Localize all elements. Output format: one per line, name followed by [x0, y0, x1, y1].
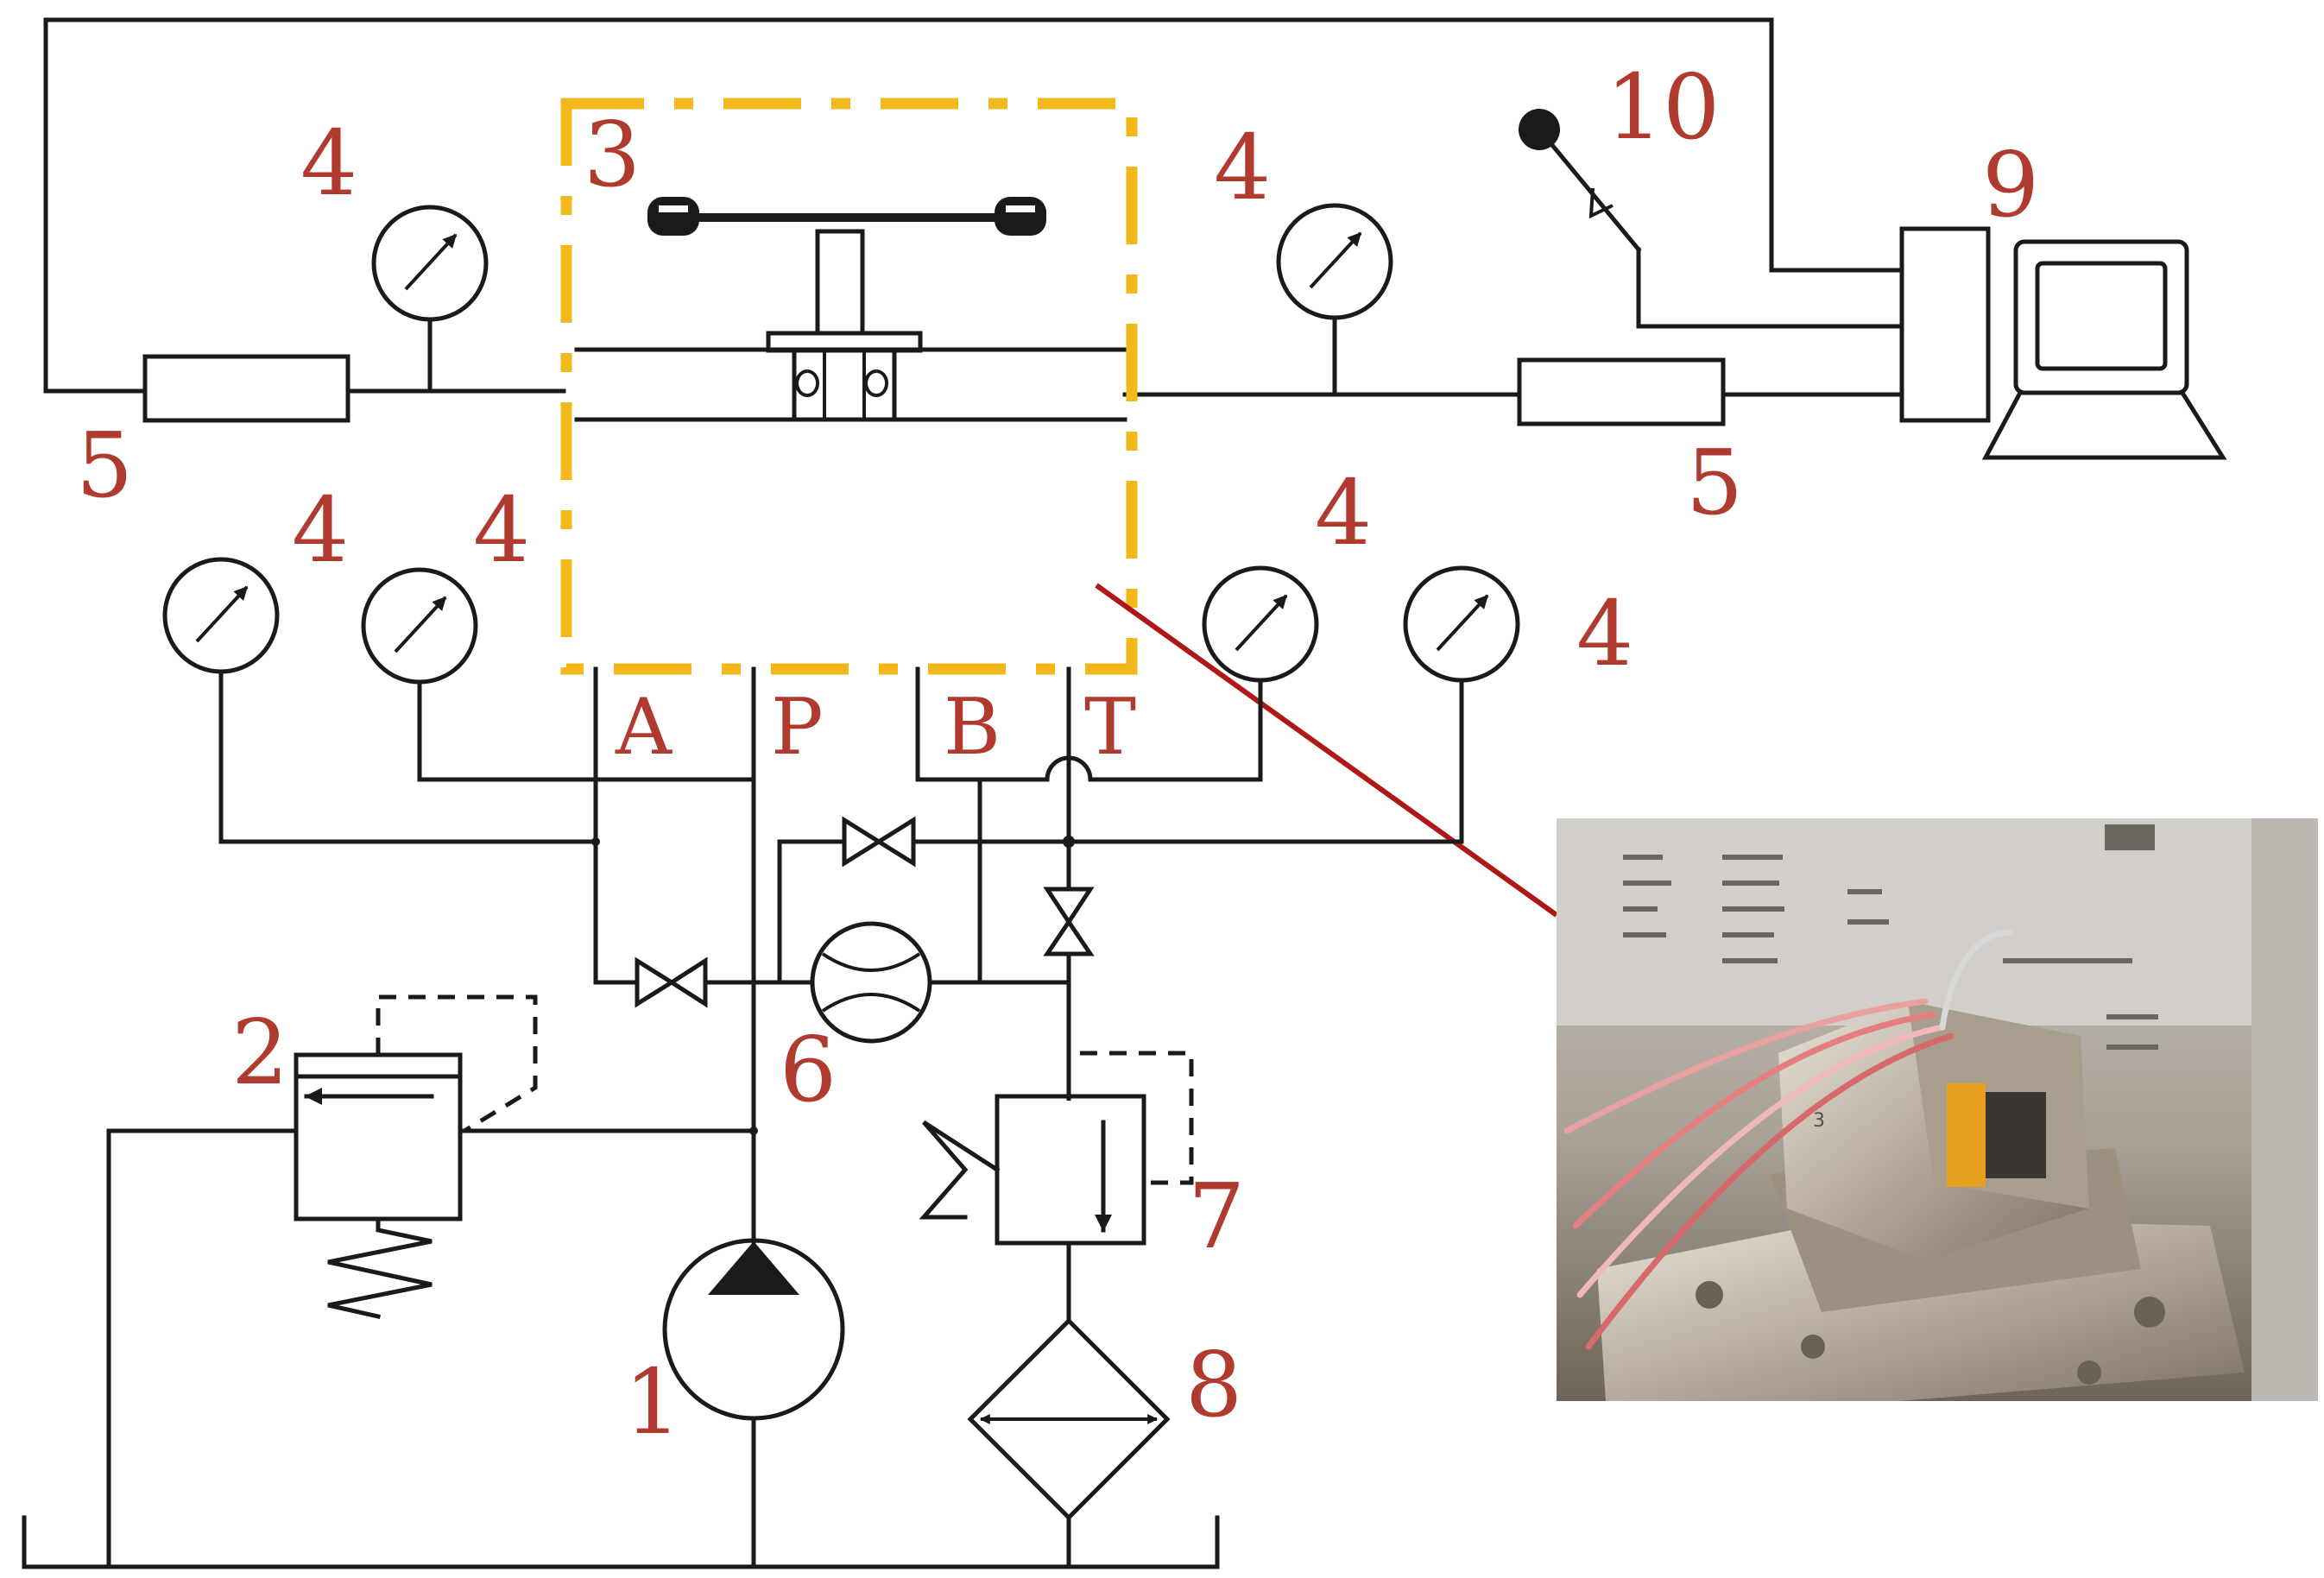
torque-motor-armature [647, 197, 1046, 422]
label-relief-valve: 2 [231, 1000, 288, 1105]
label-gauge-t: 4 [1576, 581, 1633, 686]
photo-part-number: 3 [1813, 1110, 1825, 1132]
hydraulic-piping [22, 666, 1464, 1569]
label-test-valve: 3 [584, 102, 641, 207]
port-p-label: P [771, 682, 824, 773]
label-back-pressure-valve: 7 [1188, 1164, 1245, 1269]
label-gauge-top-right: 4 [1214, 115, 1271, 220]
signal-wiring [43, 17, 1904, 397]
computer: computer-monitor-icon [1981, 239, 2227, 460]
relief-valve [294, 994, 538, 1319]
label-computer: 9 [1982, 132, 2039, 237]
gauge-t [1403, 565, 1520, 683]
port-a-label: A [615, 682, 673, 773]
valve-t-line [1043, 887, 1095, 956]
sensor-left [142, 354, 350, 423]
pump [662, 1238, 845, 1421]
callout-leader-line [1095, 583, 1558, 918]
gauge-b [1202, 565, 1319, 683]
label-microphone: 10 [1606, 54, 1720, 160]
data-acquisition-unit [1899, 226, 1991, 423]
component-labels: 1 2 3 4 4 4 4 4 4 5 5 6 7 8 9 10 [76, 54, 2039, 1455]
gauge-top-left: pressure-gauge-icon [371, 205, 489, 322]
filter [967, 1317, 1171, 1521]
label-gauge-a-outer: 4 [292, 477, 349, 583]
port-labels: A P B T [615, 682, 1136, 773]
label-filter: 8 [1185, 1332, 1242, 1437]
port-b-label: B [944, 682, 1001, 773]
label-flowmeter: 6 [780, 1017, 837, 1122]
valve-under-test [560, 98, 1138, 675]
valve-dashed-boundary [560, 98, 1138, 675]
label-gauge-top-left: 4 [300, 110, 357, 216]
label-gauge-p: 4 [473, 477, 530, 583]
microphone: microphone-icon [1519, 109, 1642, 253]
port-t-label: T [1084, 682, 1136, 773]
label-sensor-right: 5 [1686, 430, 1743, 535]
valve-a-p [635, 956, 708, 1008]
sensor-right [1517, 357, 1726, 426]
label-pump: 1 [624, 1349, 681, 1455]
back-pressure-valve [919, 1051, 1194, 1246]
label-gauge-b: 4 [1315, 460, 1372, 565]
junction-dots [591, 836, 1075, 1135]
valve-photo-inset: 3 [1557, 818, 2318, 1401]
label-sensor-left: 5 [76, 413, 133, 518]
gauge-top-right [1276, 203, 1393, 320]
valve-b-bypass: gate-valve-icon [842, 816, 916, 868]
gauge-a-outer [162, 557, 280, 674]
gauge-p [361, 567, 478, 685]
flowmeter [810, 921, 932, 1044]
